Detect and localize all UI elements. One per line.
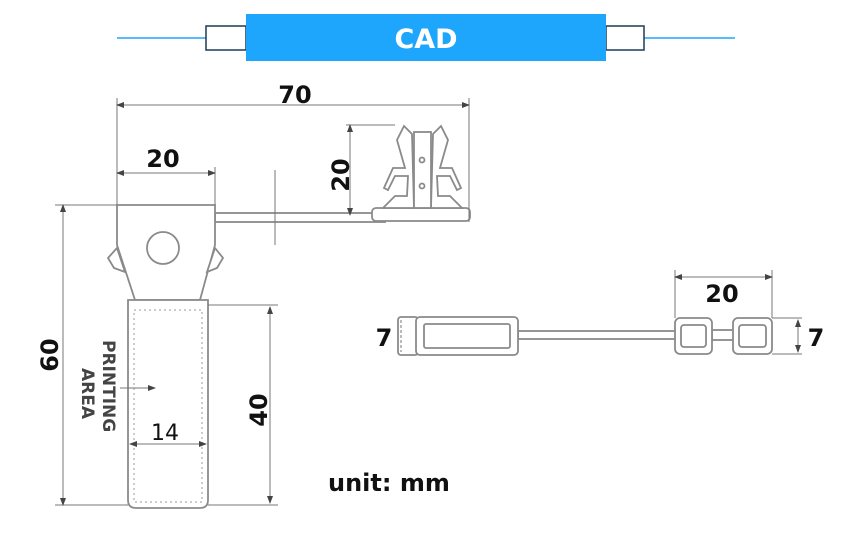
- dim-side-thickness-right: 7: [808, 324, 825, 352]
- hole-icon: [146, 231, 180, 265]
- dim-print-width: 14: [151, 421, 179, 446]
- printing-area-label-1: PRINTING: [98, 340, 118, 432]
- dim-side-clip-length: 20: [705, 280, 738, 308]
- clip-icon: [371, 124, 471, 222]
- header-title: CAD: [394, 24, 457, 55]
- dim-strap-length: 40: [245, 393, 273, 426]
- tag-front-view: [106, 124, 471, 509]
- dim-clip-height: 20: [327, 158, 355, 191]
- dim-head-width: 20: [146, 145, 179, 173]
- printing-area-label-2: AREA: [77, 368, 97, 420]
- unit-label: unit: mm: [328, 469, 450, 497]
- header-banner: CAD: [117, 14, 735, 61]
- dimension-lines: [55, 98, 470, 506]
- dim-side-thickness-left: 7: [376, 324, 393, 352]
- dim-overall-length: 70: [278, 81, 311, 109]
- tag-side-view: [397, 270, 802, 356]
- dim-total-height: 60: [36, 338, 64, 371]
